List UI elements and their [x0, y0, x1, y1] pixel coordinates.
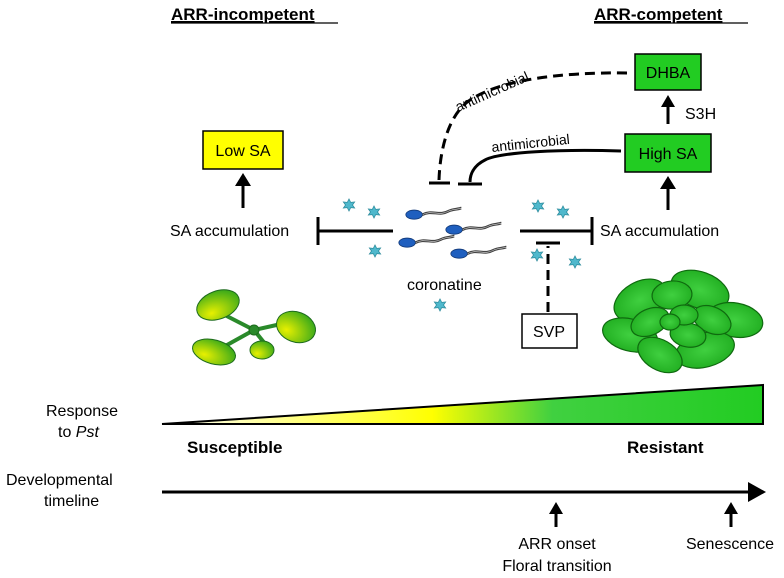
dhba-label: DHBA: [646, 65, 691, 82]
header-arr-incompetent: ARR-incompetent: [171, 5, 315, 24]
response-label-line1: Response: [46, 403, 118, 420]
coronatine-star-icon: [530, 248, 544, 262]
s3h-label: S3H: [685, 106, 716, 123]
coronatine-star-icon: [342, 198, 356, 212]
bacterium-icon: [450, 245, 507, 259]
arrowhead: [660, 176, 676, 189]
high-sa-box: [624, 133, 712, 173]
arrowhead: [235, 173, 251, 186]
sa-accumulation-left: SA accumulation: [170, 223, 289, 240]
arr-onset-label: ARR onset: [518, 536, 596, 553]
high-sa-label: High SA: [639, 146, 698, 163]
high-sa-antimicrobial-line: [468, 148, 622, 183]
dhba-antimicrobial-line: [437, 71, 628, 181]
susceptible-label: Susceptible: [187, 438, 282, 457]
resistant-label: Resistant: [627, 438, 704, 457]
bacterium-icon: [405, 206, 462, 220]
coronatine-star-icon: [367, 205, 381, 219]
coronatine-star-icon: [568, 255, 582, 269]
coronatine-label: coronatine: [407, 277, 482, 294]
svp-box: [521, 313, 578, 349]
arrowhead: [549, 502, 563, 514]
coronatine-star-icon: [556, 205, 570, 219]
bacterium-icon: [445, 221, 502, 235]
timeline-label-line2: timeline: [44, 493, 99, 510]
svp-label: SVP: [533, 324, 565, 341]
response-gradient-wedge: [161, 383, 764, 425]
coronatine-star-icon: [368, 244, 382, 258]
timeline-arrowhead: [748, 482, 766, 502]
antimicrobial-label-upper: antimicrobial: [453, 68, 531, 115]
floral-transition-label: Floral transition: [502, 558, 611, 575]
bacterium-icon: [398, 234, 455, 248]
header-arr-competent: ARR-competent: [594, 5, 723, 24]
low-sa-box: [202, 130, 284, 170]
response-label-line2: to Pst: [58, 424, 99, 441]
dhba-box: [634, 53, 702, 91]
young-plant-icon: [192, 289, 316, 366]
timeline-label-line1: Developmental: [6, 472, 113, 489]
bacteria-cluster: [398, 206, 507, 259]
coronatine-star-icon: [433, 298, 447, 312]
mature-rosette-icon: [602, 269, 764, 374]
arrowhead: [661, 95, 675, 107]
senescence-label: Senescence: [686, 536, 774, 553]
sa-accumulation-right: SA accumulation: [600, 223, 719, 240]
coronatine-star-icon: [531, 199, 545, 213]
low-sa-label: Low SA: [215, 143, 270, 160]
arrowhead: [724, 502, 738, 514]
